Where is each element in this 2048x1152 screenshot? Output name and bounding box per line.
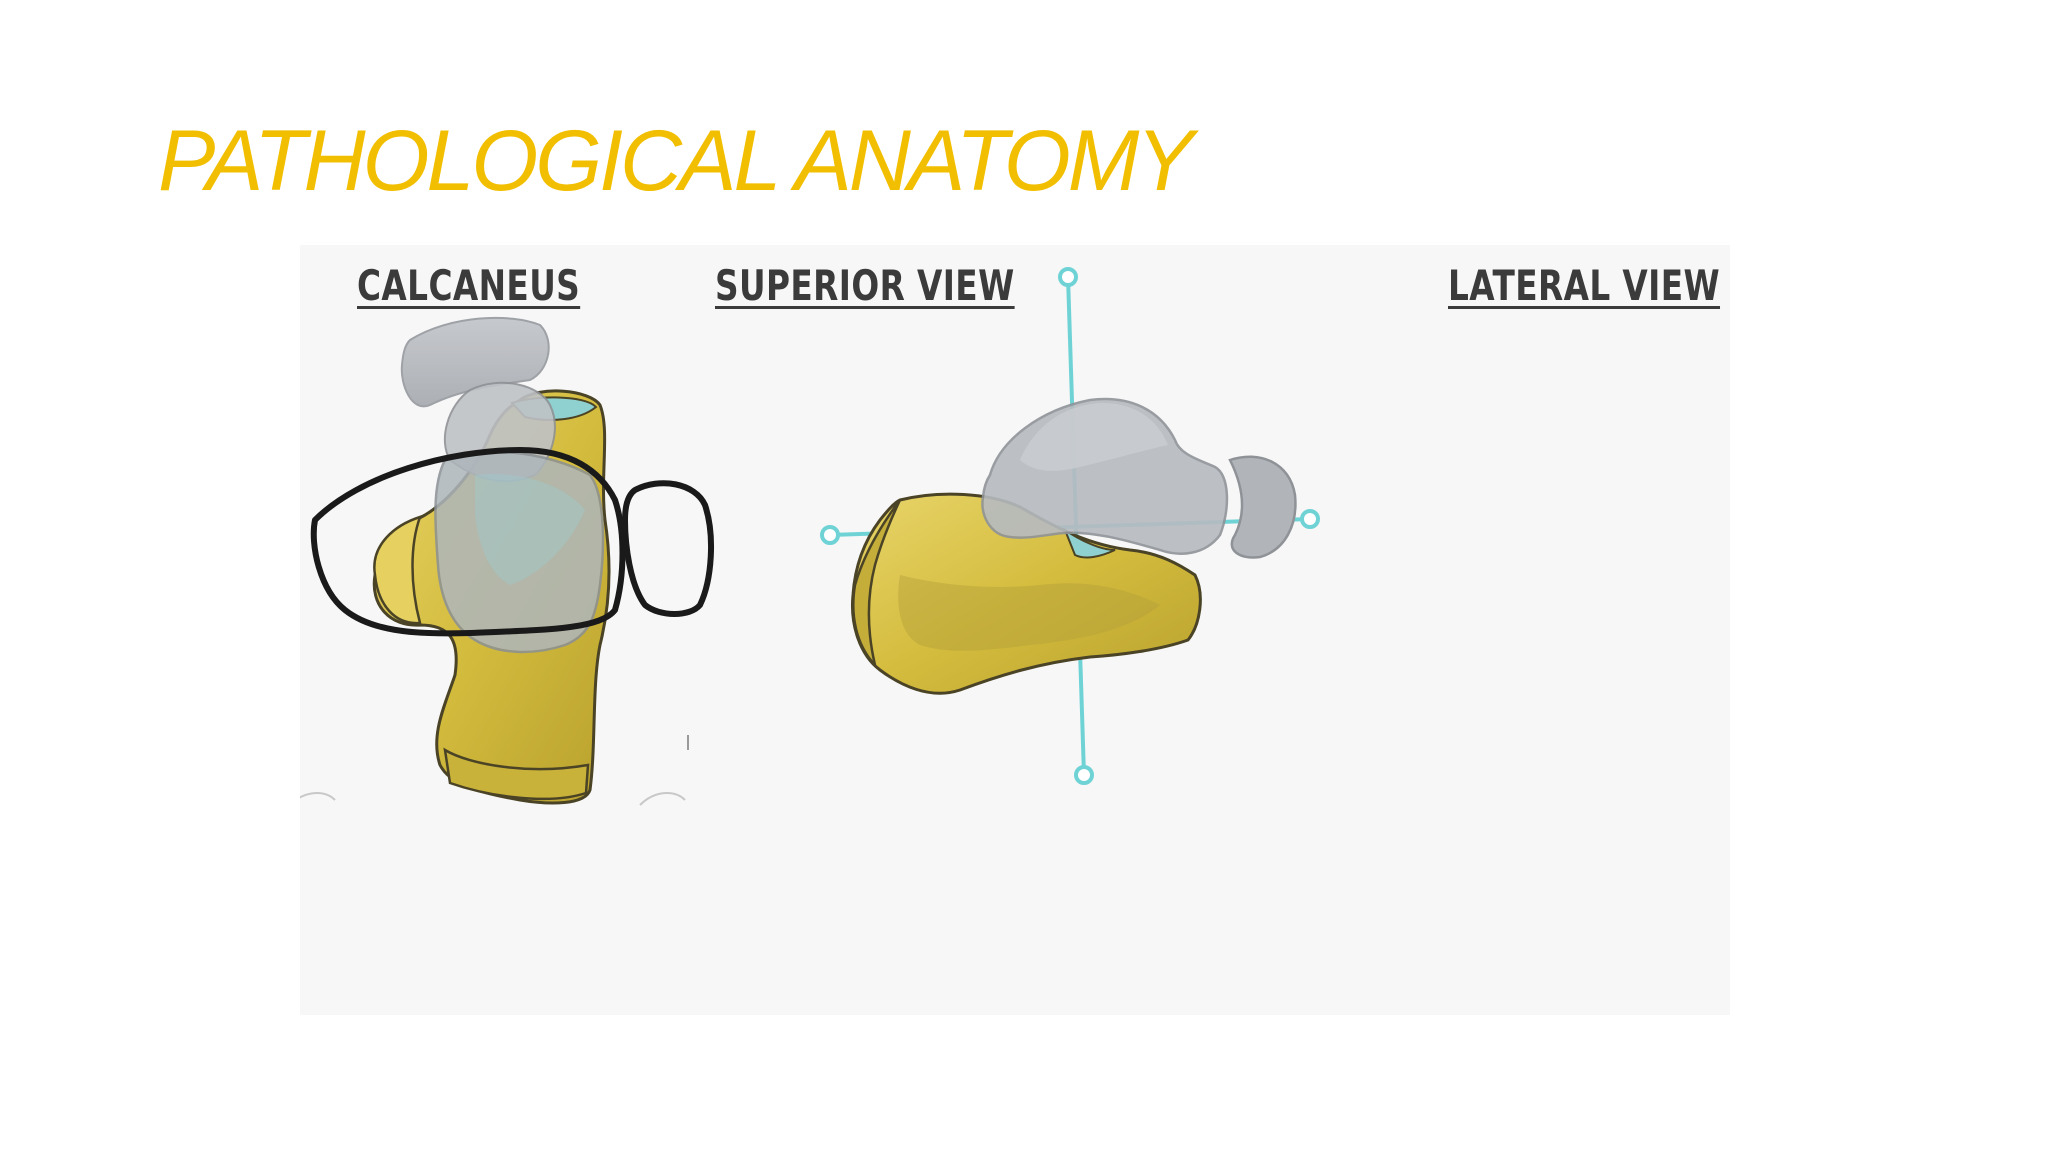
annotation-circle-large xyxy=(310,447,626,637)
annotation-circle-small xyxy=(622,480,714,617)
lateral-view-drawing xyxy=(820,267,1320,785)
figure-bottom-edge xyxy=(300,1015,1730,1045)
superior-view-label: SUPERIOR VIEW xyxy=(715,261,1015,310)
anatomy-illustration: CALCANEUS SUPERIOR VIEW LATERAL VIEW xyxy=(300,245,1730,1045)
watermark-mark-middle xyxy=(639,792,686,806)
calcaneus-superior-heel xyxy=(443,747,590,801)
axis-handle-top xyxy=(1058,267,1078,287)
calcaneus-lateral-facet xyxy=(1062,527,1116,559)
lateral-view-label: LATERAL VIEW xyxy=(1448,261,1721,310)
axis-handle-left xyxy=(820,525,840,545)
calcaneus-label: CALCANEUS xyxy=(357,261,581,310)
navicular-lateral-gray xyxy=(1228,455,1297,559)
calcaneus-superior-side xyxy=(373,515,423,625)
calcaneus-lateral-front xyxy=(852,499,902,670)
talus-lateral-dome xyxy=(1020,402,1168,471)
slide-title: PATHOLOGICAL ANATOMY xyxy=(158,113,1194,209)
superior-view-drawing xyxy=(310,316,714,805)
calcaneus-drawings xyxy=(300,267,1320,806)
calcaneus-lateral-shadow xyxy=(898,575,1160,651)
watermark-mark-left xyxy=(300,792,336,801)
talus-body-gray xyxy=(434,450,605,654)
talus-body-highlight xyxy=(475,474,585,585)
axis-handle-right xyxy=(1300,509,1320,529)
axis-handle-bottom xyxy=(1074,765,1094,785)
